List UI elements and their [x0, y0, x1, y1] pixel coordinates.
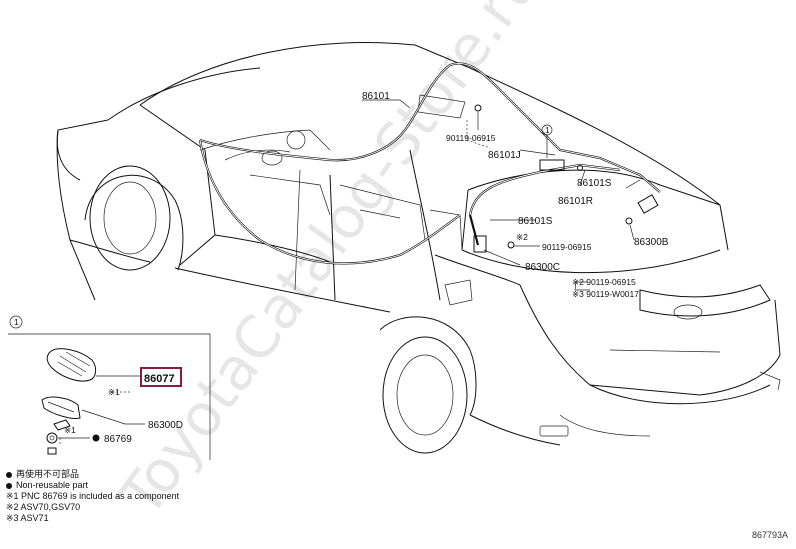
callout-86101s-upper[interactable]: 86101S [577, 178, 612, 189]
circle-ref-b [9, 315, 23, 329]
legend-note-1: ※1 PNC 86769 is included as a component [6, 491, 180, 501]
callout-86101s-lower[interactable]: 86101S [518, 216, 553, 227]
highlight-box-86077 [140, 367, 182, 387]
callout-86300c[interactable]: 86300C [525, 262, 560, 273]
callout-86077[interactable]: 86077 [144, 373, 175, 385]
inset-detail: 1 86077 ※1 86300D ※1 86769 [8, 315, 211, 460]
circle-ref-b-label: 1 [14, 317, 19, 327]
bullet-icon [6, 471, 12, 478]
main-callouts: 86101 90119-06915 86101J 1 86101S 86101R… [362, 91, 669, 299]
legend-note-2: ※2 ASV70,GSV70 [6, 502, 81, 512]
legend: 再使用不可部品 Non-reusable part ※1 PNC 86769 i… [6, 469, 179, 524]
legend-note-3: ※3 ASV71 [6, 513, 49, 523]
legend-line-ja: 再使用不可部品 [6, 469, 179, 480]
car-body [56, 42, 781, 454]
callout-bolt-c[interactable]: ※2 90119-06915 [572, 277, 636, 287]
callout-86300b[interactable]: 86300B [634, 237, 669, 248]
callout-bolt-a[interactable]: 90119-06915 [446, 133, 496, 143]
callout-86101j[interactable]: 86101J [488, 150, 521, 161]
circle-ref-a-label: 1 [545, 125, 550, 135]
callout-86300d[interactable]: 86300D [148, 420, 183, 431]
legend-line-en: Non-reusable part [6, 480, 179, 491]
callout-note-1a: ※1 [108, 387, 120, 397]
callout-bolt-d[interactable]: ※3 90119-W0017 [572, 289, 639, 299]
figure-code: 867793A [751, 530, 788, 540]
leader-lines [362, 99, 641, 291]
antenna-cables [198, 62, 661, 265]
callout-bolt-b-note: ※2 [516, 232, 528, 242]
callout-86769[interactable]: 86769 [104, 434, 132, 445]
circle-ref-a [541, 124, 553, 136]
bullet-icon [6, 482, 12, 489]
callout-86101[interactable]: 86101 [362, 91, 390, 102]
callout-86101r[interactable]: 86101R [558, 196, 593, 207]
watermark: ToyotaCatalog-Store.ru [106, 0, 553, 529]
callout-bolt-b[interactable]: 90119-06915 [542, 242, 592, 252]
non-reusable-marker [92, 434, 100, 442]
callout-note-1b: ※1 [64, 425, 76, 435]
